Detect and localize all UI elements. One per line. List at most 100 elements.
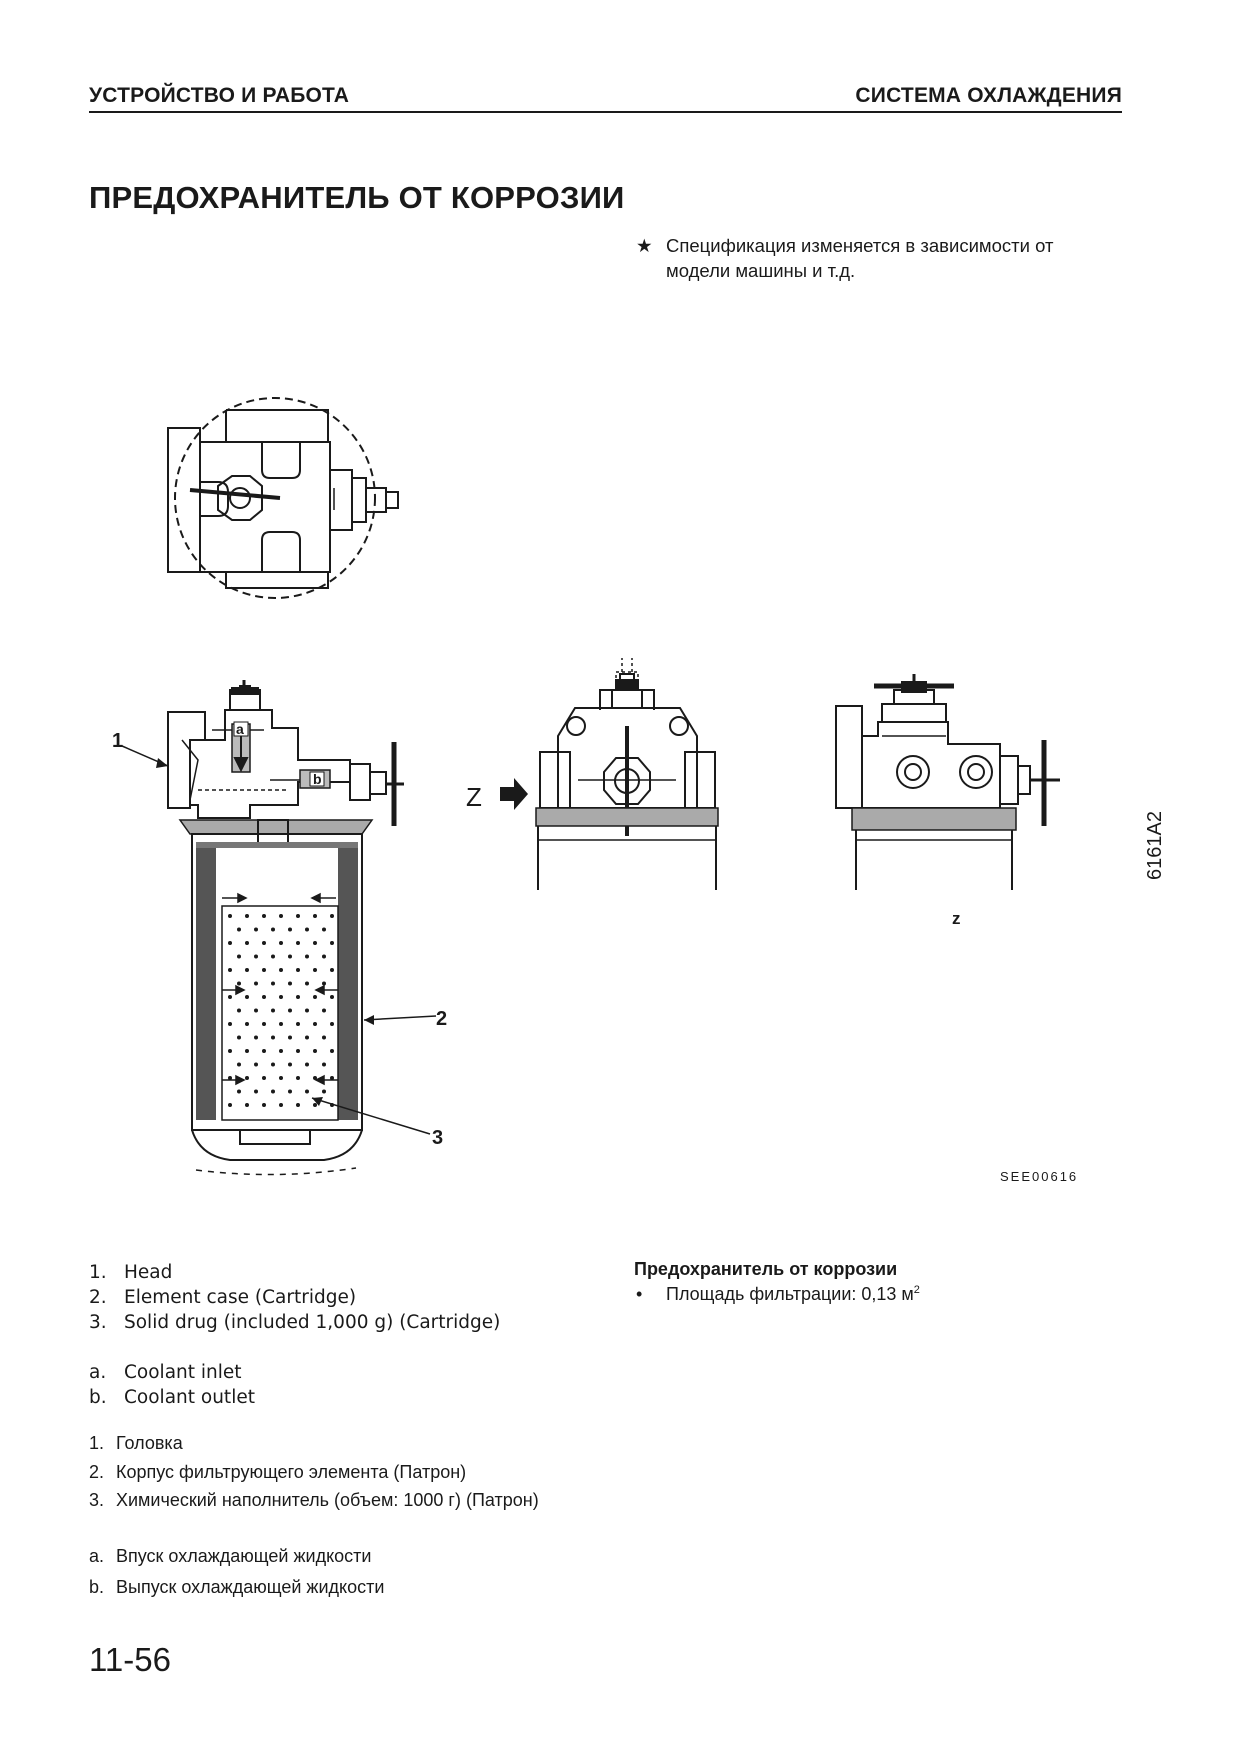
drug-dot xyxy=(330,995,334,999)
drug-dot xyxy=(254,927,258,932)
drug-dot xyxy=(245,968,249,972)
drug-dot xyxy=(296,941,300,945)
legend-ru-text: Химический наполнитель (объем: 1000 г) (… xyxy=(116,1490,539,1510)
legend-en-num: 2. xyxy=(89,1287,107,1308)
drug-dot xyxy=(271,1035,275,1040)
drug-dot xyxy=(288,1035,292,1040)
drug-dot xyxy=(271,927,275,932)
callout-1: 1 xyxy=(112,730,123,752)
drug-dot xyxy=(279,995,283,999)
drug-dot xyxy=(279,1076,283,1080)
drug-dot xyxy=(296,995,300,999)
drug-dot xyxy=(262,968,266,972)
view-z-front-drawing xyxy=(535,658,719,890)
drug-dot xyxy=(330,914,334,918)
drug-dot xyxy=(279,941,283,945)
drug-dot xyxy=(296,968,300,972)
header-rule xyxy=(89,111,1122,113)
drug-dot xyxy=(330,968,334,972)
drug-dot xyxy=(322,954,326,959)
drug-dot xyxy=(228,1103,232,1107)
drug-dot xyxy=(322,927,326,932)
drug-dot xyxy=(245,995,249,999)
drug-dot xyxy=(245,1103,249,1107)
drug-dot xyxy=(237,1035,241,1040)
header-section-title: УСТРОЙСТВО И РАБОТА xyxy=(89,84,350,107)
legend-ru-text: Головка xyxy=(116,1433,183,1453)
drug-dot xyxy=(254,954,258,959)
legend-en-text: Head xyxy=(124,1262,173,1283)
legend-en-num: b. xyxy=(89,1387,107,1408)
legend-en-text: Coolant inlet xyxy=(124,1362,242,1383)
legend-ru-text: Корпус фильтрующего элемента (Патрон) xyxy=(116,1462,467,1482)
drug-dot xyxy=(288,1008,292,1013)
drug-dot xyxy=(296,1076,300,1080)
drug-dot xyxy=(296,1049,300,1053)
legend-ru-text: Выпуск охлаждающей жидкости xyxy=(116,1577,385,1597)
legend-ru-num: a. xyxy=(89,1546,105,1566)
drug-dot xyxy=(237,954,241,959)
drug-dot xyxy=(313,968,317,972)
bullet-icon: • xyxy=(636,1284,643,1304)
drug-dot xyxy=(296,1022,300,1026)
drug-dot xyxy=(330,941,334,945)
legend-ru-num: 2. xyxy=(89,1462,105,1482)
legend-en-text: Element case (Cartridge) xyxy=(124,1287,357,1308)
drug-dot xyxy=(262,941,266,945)
legend-en-text: Coolant outlet xyxy=(124,1387,255,1408)
drug-dot xyxy=(313,1103,317,1107)
view-label-z: z xyxy=(952,909,961,928)
drug-dot xyxy=(254,1008,258,1013)
drug-dot xyxy=(271,1008,275,1013)
drug-dot xyxy=(228,995,232,999)
view-marker-z: Z xyxy=(466,782,482,812)
spec-title: Предохранитель от коррозии xyxy=(634,1259,898,1279)
page-number: 11-56 xyxy=(89,1641,171,1678)
drug-dot xyxy=(305,981,309,986)
drug-dot xyxy=(271,981,275,986)
drug-dot xyxy=(228,1076,232,1080)
drug-dot xyxy=(279,968,283,972)
drug-dot xyxy=(313,914,317,918)
drug-dot xyxy=(322,1035,326,1040)
drug-dot xyxy=(296,914,300,918)
spec-item-text: Площадь фильтрации: 0,13 м2 xyxy=(666,1284,920,1305)
drug-dot xyxy=(313,1076,317,1080)
drug-dot xyxy=(279,914,283,918)
drug-dot xyxy=(228,941,232,945)
drug-dot xyxy=(313,941,317,945)
figure-code: SEE00616 xyxy=(1000,1169,1078,1184)
header-chapter-title: СИСТЕМА ОХЛАЖДЕНИЯ xyxy=(855,84,1122,107)
drug-dot xyxy=(237,981,241,986)
drug-dot xyxy=(322,1008,326,1013)
drug-dot xyxy=(245,914,249,918)
drug-dot xyxy=(279,1103,283,1107)
drug-dot xyxy=(262,914,266,918)
drug-dot xyxy=(305,1035,309,1040)
spec-value: Площадь фильтрации: 0,13 м xyxy=(666,1284,914,1304)
drug-dot xyxy=(262,1103,266,1107)
drug-dot xyxy=(254,1062,258,1067)
drug-dot xyxy=(288,1062,292,1067)
drug-dot xyxy=(237,1089,241,1094)
top-view-drawing xyxy=(167,397,399,599)
drug-dot xyxy=(288,954,292,959)
drug-dot xyxy=(228,914,232,918)
drug-dot xyxy=(279,1049,283,1053)
drug-dot xyxy=(313,995,317,999)
drug-dot xyxy=(228,968,232,972)
spec-unit-superscript: 2 xyxy=(913,1284,920,1296)
drug-dot xyxy=(305,1089,309,1094)
drug-dot xyxy=(228,1022,232,1026)
legend-ru-text: Впуск охлаждающей жидкости xyxy=(116,1546,372,1566)
drug-dot xyxy=(262,1049,266,1053)
drug-dot xyxy=(313,1049,317,1053)
section-view-drawing xyxy=(121,680,437,1176)
drug-dot xyxy=(245,1076,249,1080)
drug-dot xyxy=(322,981,326,986)
drug-dot xyxy=(322,1062,326,1067)
drug-dot xyxy=(254,1089,258,1094)
drug-dot xyxy=(271,1089,275,1094)
drug-dot xyxy=(288,927,292,932)
drug-dot xyxy=(330,1049,334,1053)
